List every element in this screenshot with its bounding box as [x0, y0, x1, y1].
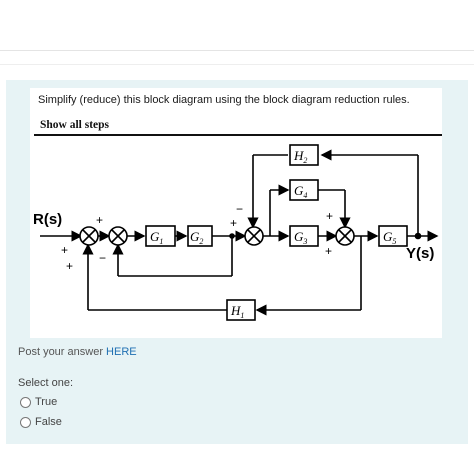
- g2-block: [187, 225, 213, 247]
- g4-label: G4: [294, 183, 307, 200]
- g2-label: G2: [190, 229, 203, 246]
- g1-label: G1: [150, 229, 163, 246]
- answer-link[interactable]: HERE: [106, 346, 137, 358]
- radio-false[interactable]: [20, 416, 31, 428]
- output-label: Y(s): [406, 245, 434, 262]
- h1-block: [226, 299, 256, 321]
- sign-minus-s3-top: −: [236, 202, 243, 216]
- g3-label: G3: [294, 229, 307, 246]
- header-divider-secondary: [0, 64, 474, 65]
- radio-true[interactable]: [20, 396, 31, 408]
- sign-plus-s1-left: +: [61, 243, 68, 257]
- option-false-label: False: [35, 416, 62, 428]
- g5-block: [378, 225, 408, 247]
- g4-block: [289, 179, 319, 201]
- g5-label: G5: [383, 229, 396, 246]
- sign-plus-s4-bottom: +: [325, 244, 332, 258]
- g1-block: [145, 225, 176, 247]
- sign-plus-s4-top: +: [326, 209, 333, 223]
- h2-label: H2: [293, 148, 307, 165]
- option-true-label: True: [35, 396, 58, 408]
- option-false[interactable]: False: [20, 416, 62, 428]
- h2-block: [289, 144, 319, 166]
- select-label: Select one:: [18, 377, 74, 389]
- input-label: R(s): [33, 211, 62, 228]
- header-divider: [0, 50, 474, 51]
- question-prompt: Simplify (reduce) this block diagram usi…: [38, 94, 410, 106]
- question-content: Simplify (reduce) this block diagram usi…: [30, 88, 442, 338]
- g3-block: [289, 225, 319, 247]
- answer-prompt-text: Post your answer: [18, 346, 107, 358]
- sign-plus-s1-top: +: [96, 213, 103, 227]
- answer-prompt: Post your answer HERE: [18, 346, 137, 358]
- show-steps-heading: Show all steps: [40, 119, 110, 131]
- option-true[interactable]: True: [20, 396, 57, 408]
- sign-minus-s2: −: [99, 251, 106, 265]
- heading-rule: [34, 134, 442, 136]
- sign-plus-s1-bottom: +: [66, 259, 73, 273]
- h1-label: H1: [230, 303, 244, 320]
- sign-plus-s3-left: +: [230, 216, 237, 230]
